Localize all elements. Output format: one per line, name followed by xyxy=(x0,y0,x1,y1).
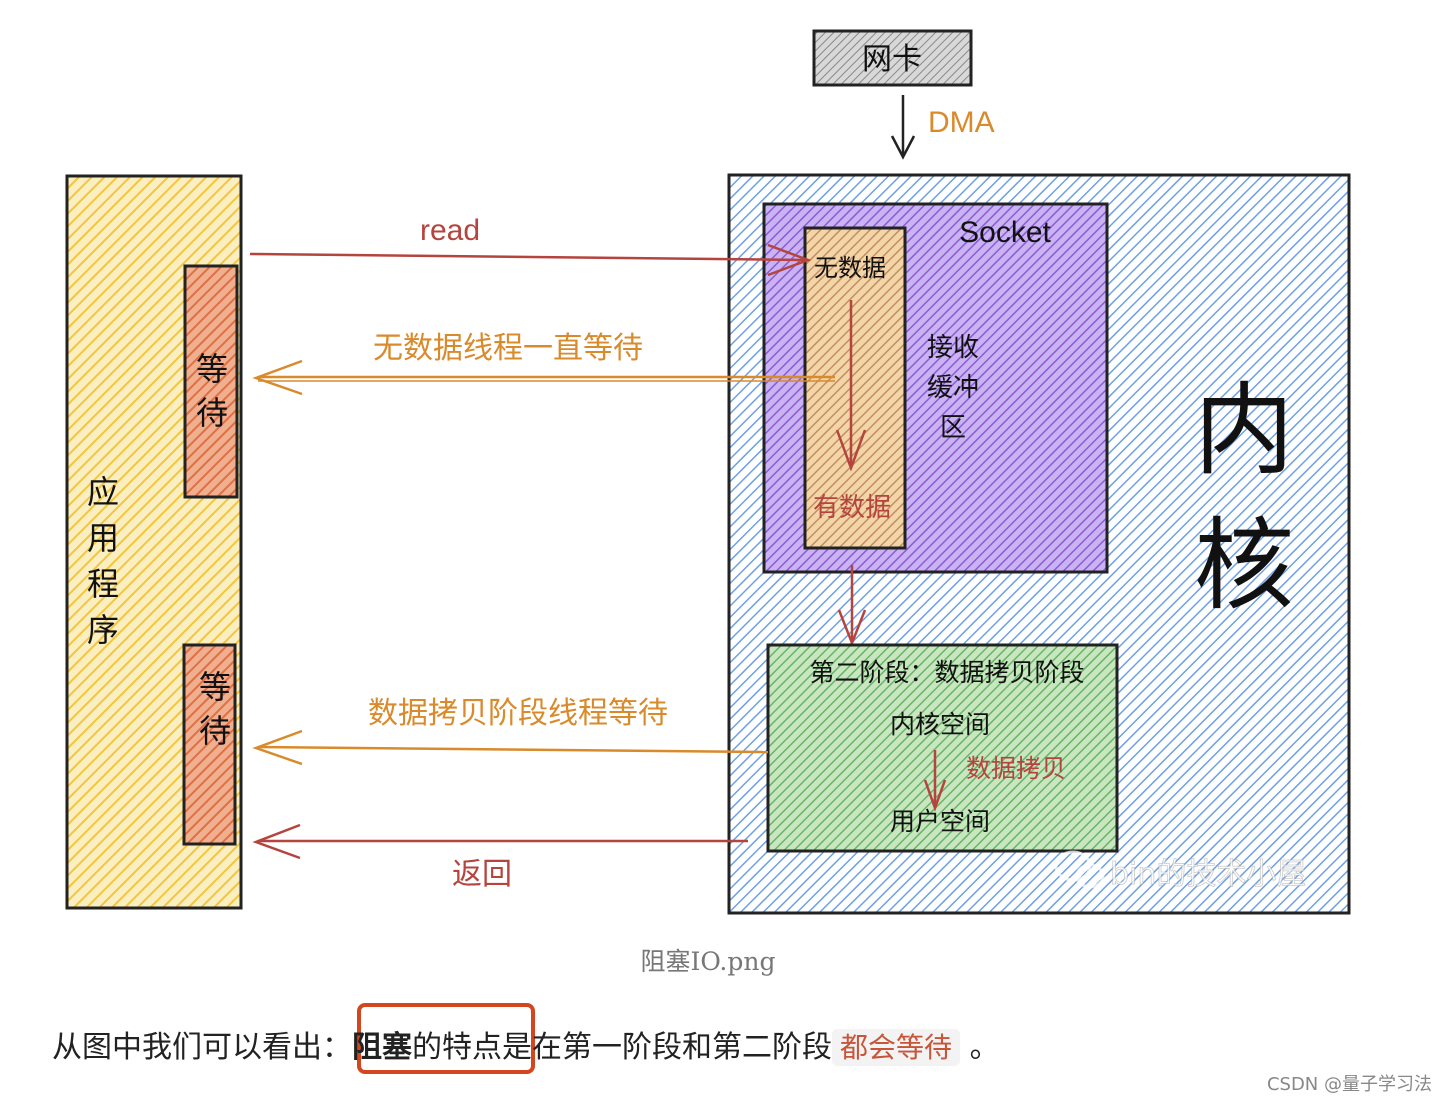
app-label-char-1: 用 xyxy=(87,519,119,557)
wait-1-char-0: 等 xyxy=(196,350,228,388)
read-arrow: read xyxy=(249,214,812,277)
socket-label: Socket xyxy=(959,216,1051,249)
stage2-box: 第二阶段：数据拷贝阶段 内核空间 数据拷贝 用户空间 xyxy=(766,643,1119,853)
kernel-label-char-0: 内 xyxy=(1194,372,1294,489)
no-data-label: 无数据 xyxy=(814,254,886,282)
receive-buffer: 无数据 有数据 xyxy=(803,226,907,550)
app-label-char-3: 序 xyxy=(87,611,119,649)
wait-box-1: 等 待 xyxy=(183,264,239,499)
highlight-box xyxy=(357,1003,535,1074)
paragraph-suffix: 。 xyxy=(969,1030,1000,1065)
wait-1-char-1: 待 xyxy=(196,394,228,432)
wait-2-char-0: 等 xyxy=(199,668,231,706)
paragraph-chip: 都会等待 xyxy=(832,1029,961,1066)
stage2-title: 第二阶段：数据拷贝阶段 xyxy=(809,658,1084,687)
read-label: read xyxy=(420,214,480,247)
paragraph-middle: 的特点是在第一阶段和第二阶段 xyxy=(412,1030,832,1065)
recv-buffer-line-2: 区 xyxy=(940,413,966,443)
wait-2-char-1: 待 xyxy=(199,712,231,750)
kernel-label-char-1: 核 xyxy=(1194,507,1294,624)
copy-wait-arrow: 数据拷贝阶段线程等待 xyxy=(252,696,769,766)
kernel-space-label: 内核空间 xyxy=(890,710,990,739)
recv-buffer-line-0: 接收 xyxy=(927,333,979,363)
user-space-label: 用户空间 xyxy=(890,807,990,836)
nic-box: 网卡 xyxy=(812,29,973,87)
data-copy-label: 数据拷贝 xyxy=(966,754,1066,783)
recv-buffer-line-1: 缓冲 xyxy=(927,373,979,403)
socket-to-stage2-arrow xyxy=(837,565,867,647)
watermark-text: bin的技术小屋 xyxy=(1110,857,1306,892)
copy-wait-label: 数据拷贝阶段线程等待 xyxy=(368,696,668,731)
dma-arrow: DMA xyxy=(890,95,995,160)
app-label-char-2: 程 xyxy=(87,565,119,603)
blocking-io-diagram: 网卡 DMA 应 用 程 序 等 待 等 待 内 核 Socket 接收 缓冲 … xyxy=(65,29,1351,915)
nic-label: 网卡 xyxy=(862,42,922,77)
has-data-label: 有数据 xyxy=(813,493,891,523)
paragraph-bold: 阻塞 xyxy=(352,1030,412,1065)
app-label-char-0: 应 xyxy=(87,473,119,511)
csdn-watermark: CSDN @量子学习法 xyxy=(1266,1074,1432,1095)
return-arrow: 返回 xyxy=(252,823,748,892)
no-data-wait-label: 无数据线程一直等待 xyxy=(373,331,643,366)
return-label: 返回 xyxy=(452,857,512,892)
summary-paragraph: 从图中我们可以看出：阻塞的特点是在第一阶段和第二阶段都会等待 。 xyxy=(52,1022,1000,1066)
no-data-wait-arrow: 无数据线程一直等待 xyxy=(252,331,835,396)
wait-box-2: 等 待 xyxy=(182,643,237,846)
image-caption: 阻塞IO.png xyxy=(640,947,776,976)
dma-label: DMA xyxy=(928,106,995,139)
paragraph-prefix: 从图中我们可以看出： xyxy=(52,1030,352,1065)
wechat-watermark: bin的技术小屋 xyxy=(1054,850,1307,892)
